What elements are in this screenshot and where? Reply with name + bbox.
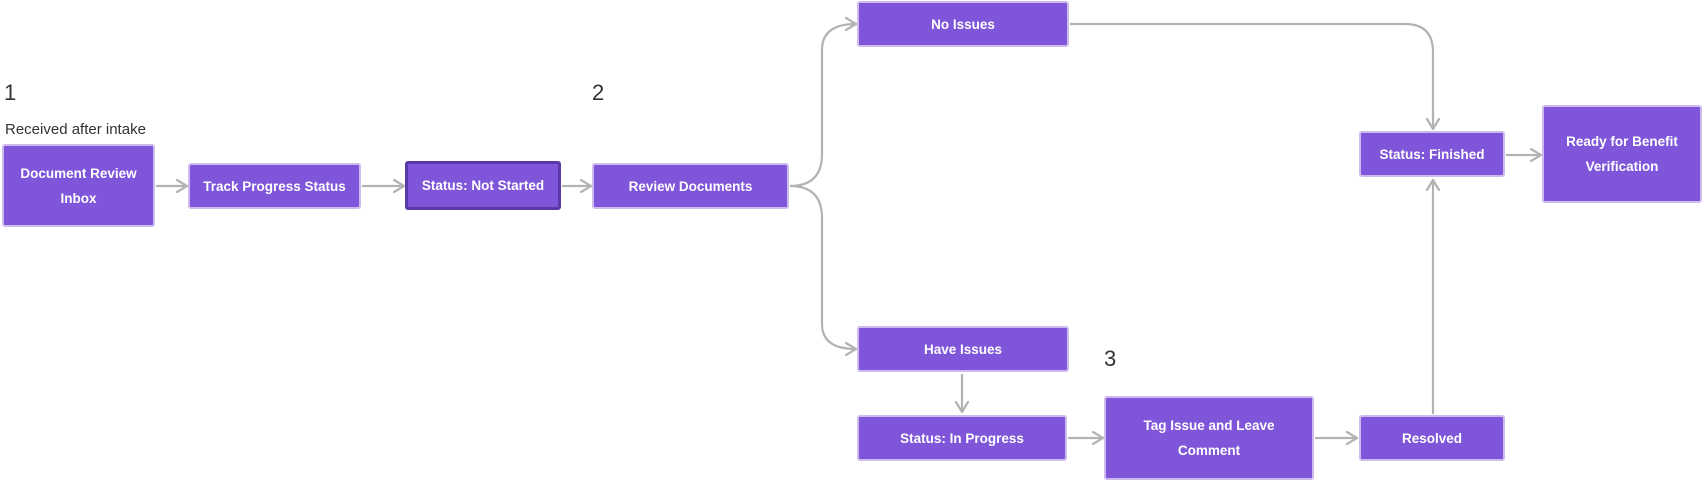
node-review-documents[interactable]: Review Documents	[592, 163, 789, 209]
node-tag-issue-leave-comment[interactable]: Tag Issue and Leave Comment	[1104, 396, 1314, 480]
node-document-review-inbox[interactable]: Document Review Inbox	[2, 144, 155, 227]
node-track-progress-status[interactable]: Track Progress Status	[188, 163, 361, 209]
node-ready-for-benefit-verification[interactable]: Ready for Benefit Verification	[1542, 105, 1702, 203]
node-status-finished[interactable]: Status: Finished	[1359, 131, 1505, 177]
node-no-issues[interactable]: No Issues	[857, 1, 1069, 47]
node-status-not-started[interactable]: Status: Not Started	[405, 161, 561, 210]
edge-review-to-have-issues	[789, 184, 856, 349]
node-resolved[interactable]: Resolved	[1359, 415, 1505, 461]
edge-review-to-no-issues	[789, 24, 856, 188]
step-number-2: 2	[592, 80, 605, 105]
node-have-issues[interactable]: Have Issues	[857, 326, 1069, 372]
step-number-1: 1	[4, 80, 17, 105]
step-number-3: 3	[1104, 346, 1117, 371]
edge-no-issues-to-finished	[1070, 22, 1433, 129]
note-received-after-intake: Received after intake	[5, 121, 146, 138]
node-status-in-progress[interactable]: Status: In Progress	[857, 415, 1067, 461]
